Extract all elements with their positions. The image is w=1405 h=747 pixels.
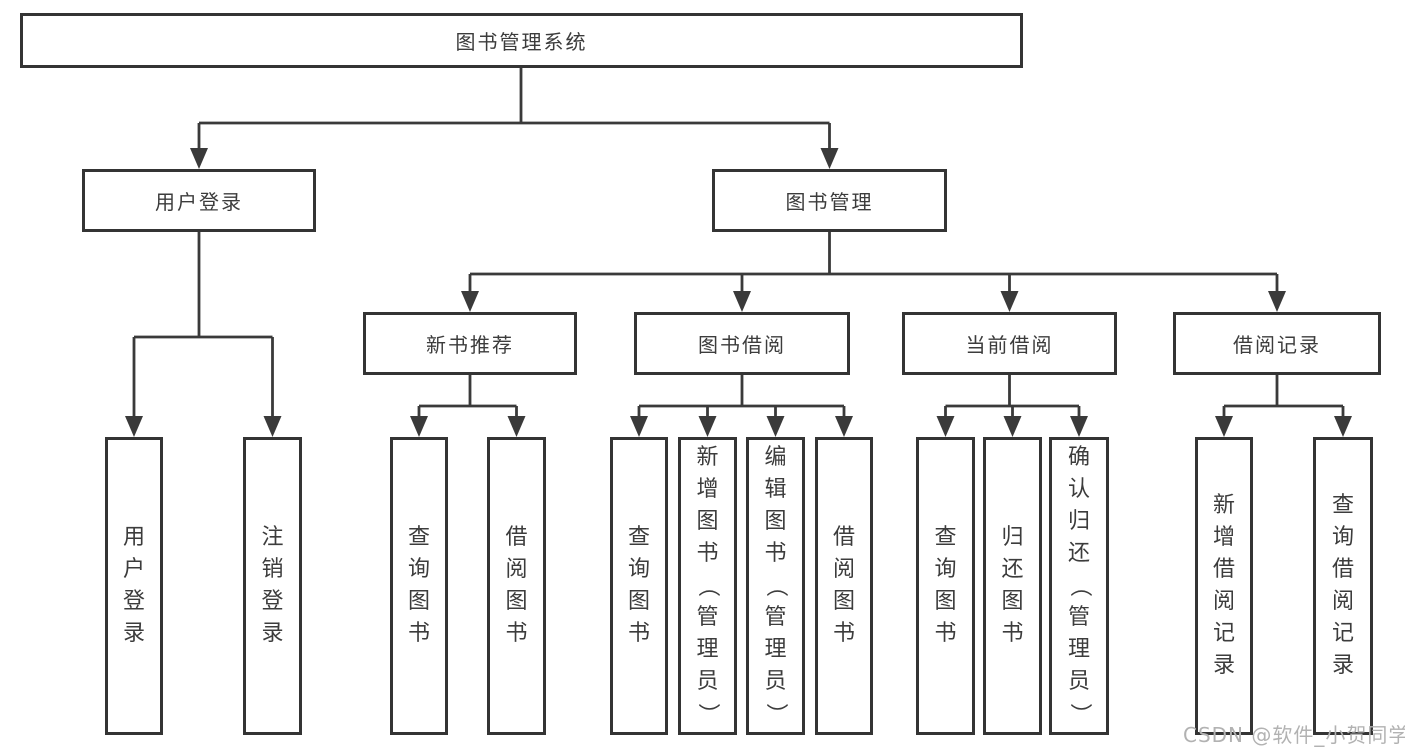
arrow-down-icon (1070, 416, 1088, 437)
node-new-book-recommend: 新书推荐 (363, 312, 577, 375)
leaf-edit-book-admin-label: 编辑图书（管理员） (763, 445, 789, 726)
leaf-logout: 注销登录 (243, 437, 302, 735)
leaf-return-book: 归还图书 (983, 437, 1042, 735)
leaf-confirm-return-admin-label: 确认归还（管理员） (1066, 445, 1092, 726)
arrow-down-icon (766, 416, 785, 437)
node-borrow-records-label: 借阅记录 (1233, 333, 1321, 357)
leaf-edit-book-admin: 编辑图书（管理员） (746, 437, 805, 735)
leaf-query-borrow-record-label: 查询借阅记录 (1331, 493, 1354, 678)
leaf-borrow-books-recommend-label: 借阅图书 (505, 525, 528, 646)
arrow-down-icon (1268, 291, 1286, 312)
leaf-query-books-borrow: 查询图书 (610, 437, 668, 735)
arrow-down-icon (733, 291, 751, 312)
arrow-down-icon (630, 416, 648, 437)
tree-connector-path (132, 68, 1345, 421)
leaf-return-book-label: 归还图书 (1001, 525, 1024, 646)
arrow-down-icon (190, 148, 208, 169)
leaf-borrow-books-recommend: 借阅图书 (487, 437, 546, 735)
leaf-logout-label: 注销登录 (261, 525, 284, 646)
leaf-user-login: 用户登录 (105, 437, 163, 735)
leaf-add-book-admin: 新增图书（管理员） (678, 437, 737, 735)
leaf-query-books-current-label: 查询图书 (934, 525, 957, 646)
node-current-borrow: 当前借阅 (902, 312, 1117, 375)
arrow-down-icon (1215, 416, 1233, 437)
arrow-down-icon (1334, 416, 1352, 437)
leaf-add-book-admin-label: 新增图书（管理员） (695, 445, 721, 726)
leaf-query-books-recommend: 查询图书 (390, 437, 448, 735)
arrow-down-icon (125, 416, 143, 437)
leaf-query-books-recommend-label: 查询图书 (407, 525, 430, 646)
arrow-down-icon (507, 416, 526, 437)
arrow-down-icon (1000, 291, 1019, 312)
arrow-down-icon (263, 416, 282, 437)
node-book-borrow: 图书借阅 (634, 312, 850, 375)
node-new-book-recommend-label: 新书推荐 (426, 333, 514, 357)
node-root: 图书管理系统 (20, 13, 1023, 68)
leaf-borrow-books-label: 借阅图书 (832, 525, 855, 646)
leaf-confirm-return-admin: 确认归还（管理员） (1049, 437, 1109, 735)
leaf-borrow-books: 借阅图书 (815, 437, 873, 735)
leaf-add-borrow-record-label: 新增借阅记录 (1212, 493, 1235, 678)
arrow-down-icon (835, 416, 853, 437)
node-book-management-label: 图书管理 (785, 190, 874, 214)
csdn-watermark: CSDN @软件_小贺同学 (1183, 723, 1405, 747)
leaf-query-borrow-record: 查询借阅记录 (1313, 437, 1373, 735)
node-book-management: 图书管理 (712, 169, 947, 232)
leaf-user-login-label: 用户登录 (122, 525, 145, 646)
arrow-down-icon (461, 291, 479, 312)
node-current-borrow-label: 当前借阅 (965, 333, 1054, 357)
leaf-add-borrow-record: 新增借阅记录 (1195, 437, 1253, 735)
node-book-borrow-label: 图书借阅 (698, 333, 786, 357)
arrow-down-icon (936, 416, 955, 437)
node-root-label: 图书管理系统 (455, 30, 588, 54)
arrow-down-icon (698, 416, 717, 437)
arrow-down-icon (1003, 416, 1022, 437)
node-borrow-records: 借阅记录 (1173, 312, 1381, 375)
leaf-query-books-borrow-label: 查询图书 (627, 525, 650, 646)
leaf-query-books-current: 查询图书 (916, 437, 975, 735)
arrow-down-icon (820, 148, 839, 169)
node-user-login: 用户登录 (82, 169, 316, 232)
arrow-down-icon (410, 416, 428, 437)
node-user-login-label: 用户登录 (155, 190, 243, 214)
